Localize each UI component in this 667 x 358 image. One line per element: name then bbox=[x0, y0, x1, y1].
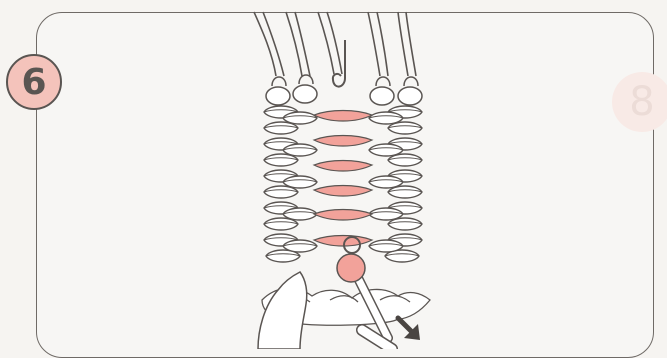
knitting-illustration bbox=[0, 0, 667, 349]
pink-ladder-bars bbox=[314, 111, 372, 247]
left-stitch-column bbox=[264, 106, 317, 262]
down-right-arrow-icon bbox=[398, 318, 420, 340]
hand-icon bbox=[258, 272, 307, 349]
top-needles bbox=[254, 12, 416, 76]
hook-icon bbox=[333, 40, 345, 87]
right-stitch-column bbox=[369, 106, 422, 262]
